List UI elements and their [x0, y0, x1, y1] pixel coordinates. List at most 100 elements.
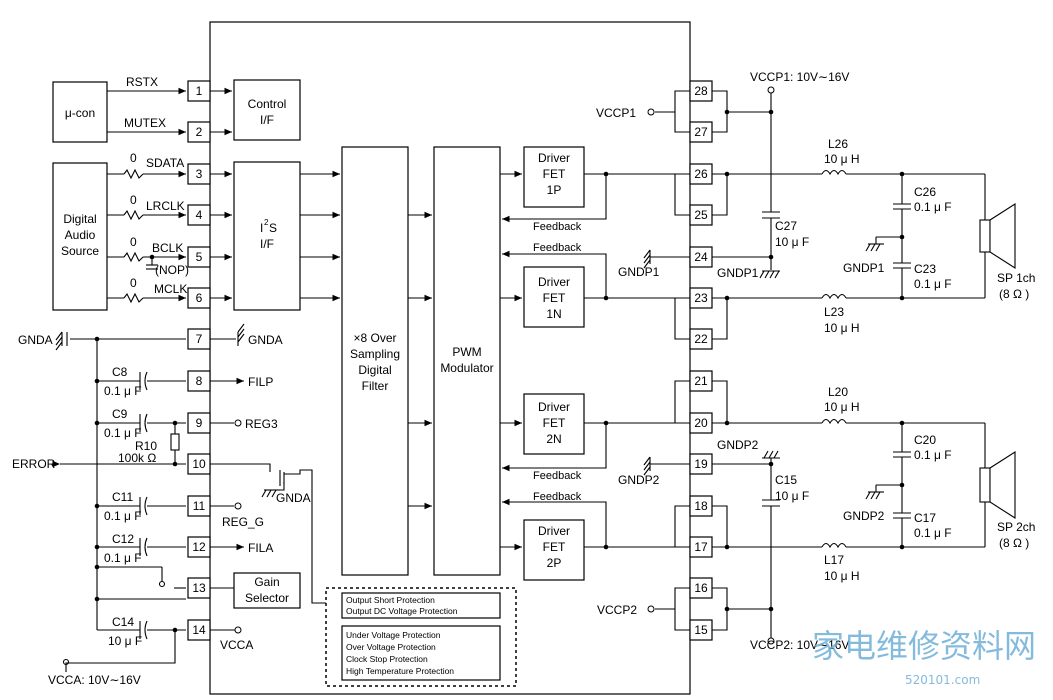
- gnda-ground-icon: [261, 489, 280, 498]
- r-zero-label-4: 0: [130, 276, 137, 290]
- protection-box-2: [341, 625, 501, 681]
- pin-number-right: 24: [694, 250, 708, 264]
- ic-outline: [209, 21, 691, 695]
- gndp2-ground-icon: [643, 456, 690, 476]
- gndp2-label-3: GNDP2: [843, 509, 885, 523]
- filter-label-1: ×8 Over: [353, 331, 396, 345]
- c14-value: 10 μ F: [108, 634, 142, 648]
- ucon-label: μ-con: [65, 106, 95, 120]
- l20-name: L20: [828, 385, 848, 399]
- filter-label-3: Digital: [358, 363, 391, 377]
- pin-number-right: 23: [694, 291, 708, 305]
- driver-1n-label-3: 1N: [546, 307, 561, 321]
- pin-number-right: 16: [694, 581, 708, 595]
- gndp1-label-3: GNDP1: [843, 261, 885, 275]
- feedback-label-4: Feedback: [533, 491, 582, 503]
- i2s-block: [233, 161, 301, 311]
- filter-label-2: Sampling: [350, 347, 400, 361]
- c8-name: C8: [112, 365, 128, 379]
- c27-value: 10 μ F: [775, 235, 809, 249]
- c15-value: 10 μ F: [775, 489, 809, 503]
- pin-number-left: 8: [196, 374, 203, 388]
- c11-value: 0.1 μ F: [104, 509, 142, 523]
- sdata-label: SDATA: [146, 156, 184, 170]
- gain-label-1: Gain: [254, 575, 279, 589]
- driver-1p: [523, 146, 585, 208]
- c9-value: 0.1 μ F: [104, 426, 142, 440]
- mclk-label: MCLK: [154, 282, 187, 296]
- sp2-name: SP 2ch: [997, 520, 1035, 534]
- control-label-1: Control: [248, 97, 287, 111]
- filp-label: FILP: [248, 375, 273, 389]
- c12-value: 0.1 μ F: [104, 551, 142, 565]
- r-zero-label-1: 0: [130, 151, 137, 165]
- pin-number-left: 10: [192, 457, 206, 471]
- l17-name: L17: [824, 553, 844, 567]
- vccp2-label: VCCP2: [597, 603, 637, 617]
- gain-label-2: Selector: [245, 591, 289, 605]
- i2s-label-s: S: [269, 221, 277, 235]
- gndp1-label-1: GNDP1: [618, 265, 660, 279]
- lrclk-label: LRCLK: [146, 199, 185, 213]
- pwm-label-1: PWM: [452, 345, 481, 359]
- l23-value: 10 μ H: [824, 321, 860, 335]
- r10-value: 100k Ω: [118, 451, 156, 465]
- pin-number-right: 28: [694, 84, 708, 98]
- r-zero-label-2: 0: [130, 193, 137, 207]
- gndp2-label-2: GNDP2: [717, 438, 759, 452]
- pin-number-right: 18: [694, 499, 708, 513]
- protection-box-1: [341, 592, 501, 619]
- ucon-block: [52, 81, 108, 143]
- pin-number-right: 21: [694, 374, 708, 388]
- watermark-logo: 家电维修资料网 520101.com: [812, 627, 1036, 687]
- i2s-label-i: I: [260, 221, 263, 235]
- c20-value: 0.1 μ F: [914, 448, 952, 462]
- sp1-value: (8 Ω ): [999, 287, 1029, 301]
- pin-number-left: 14: [192, 623, 206, 637]
- pin-number-right: 20: [694, 416, 708, 430]
- driver-1n-label-1: Driver: [538, 275, 570, 289]
- vccp1-label: VCCP1: [596, 106, 636, 120]
- pin-number-left: 5: [196, 250, 203, 264]
- protection-text-1: Output Short Protection: [346, 595, 435, 605]
- pin-number-left: 3: [196, 167, 203, 181]
- protection-text-3: Under Voltage Protection: [346, 630, 441, 640]
- protection-text-6: High Temperature Protection: [346, 666, 454, 676]
- pin-number-left: 7: [196, 332, 203, 346]
- vcca-label: VCCA: [220, 638, 253, 652]
- c8-value: 0.1 μ F: [104, 384, 142, 398]
- gnda-label-fet: GNDA: [276, 491, 311, 505]
- gndp2-ground-icon: [762, 450, 780, 459]
- pin-number-left: 12: [192, 540, 206, 554]
- vccp2-range-label: VCCP2: 10V∼16V: [750, 638, 849, 652]
- reg3-label: REG3: [245, 417, 278, 431]
- rstx-label: RSTX: [126, 75, 158, 89]
- pin-number-left: 13: [192, 581, 206, 595]
- driver-2p: [523, 519, 585, 581]
- gndp2-label-1: GNDP2: [618, 473, 660, 487]
- gndp1-ground-icon: [865, 243, 884, 252]
- gndp1-ground-icon: [643, 249, 690, 269]
- gndp1-label-2: GNDP1: [717, 266, 759, 280]
- feedback-label-1: Feedback: [533, 221, 582, 233]
- gnda-label-left: GNDA: [18, 333, 53, 347]
- l17-value: 10 μ H: [824, 569, 860, 583]
- l20-value: 10 μ H: [824, 400, 860, 414]
- driver-2p-label-1: Driver: [538, 524, 570, 538]
- sp2-value: (8 Ω ): [999, 536, 1029, 550]
- bclk-label: BCLK: [152, 241, 183, 255]
- reg-g-label: REG_G: [222, 515, 264, 529]
- gnda-ground-icon: [237, 323, 245, 346]
- protection-text-5: Clock Stop Protection: [346, 654, 428, 664]
- l26-name: L26: [828, 137, 848, 151]
- gndp1-ground-icon: [759, 270, 780, 279]
- protection-text-4: Over Voltage Protection: [346, 642, 436, 652]
- c11-name: C11: [112, 490, 133, 504]
- c27-name: C27: [775, 219, 797, 233]
- source-label-3: Source: [61, 244, 99, 258]
- driver-2p-label-2: FET: [543, 540, 566, 554]
- c17-name: C17: [914, 511, 936, 525]
- source-label-1: Digital: [63, 212, 96, 226]
- r-zero-label-3: 0: [130, 235, 137, 249]
- mutex-label: MUTEX: [124, 116, 166, 130]
